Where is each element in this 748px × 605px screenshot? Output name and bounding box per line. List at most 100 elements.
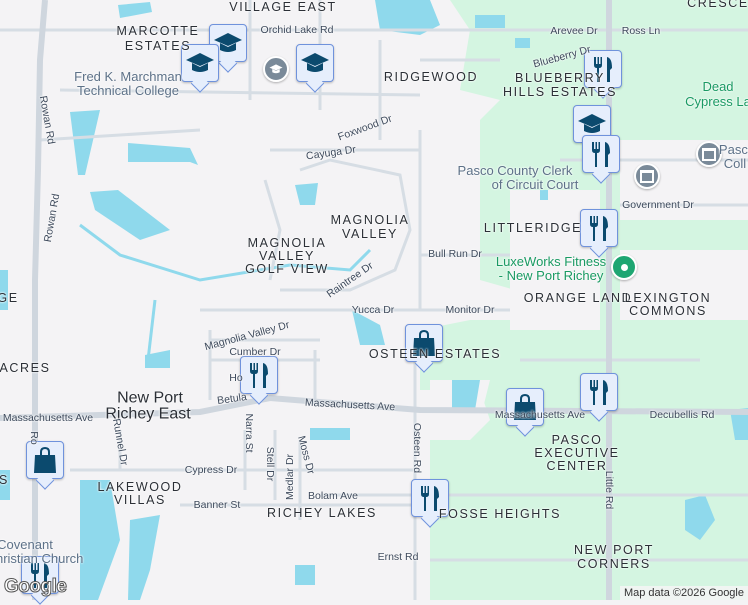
restaurant-icon bbox=[590, 216, 608, 241]
label-covenant[interactable]: Covenant bbox=[0, 537, 53, 552]
map-attribution: Map data ©2026 Google bbox=[619, 586, 748, 600]
label-ross-ln: Ross Ln bbox=[621, 25, 661, 37]
label-ho: Ho bbox=[229, 372, 243, 384]
label-arevee-dr: Arevee Dr bbox=[550, 25, 598, 37]
label-pasco-clerk[interactable]: Pasco County Clerk bbox=[457, 163, 573, 178]
shopping-bag-icon bbox=[514, 394, 536, 420]
label-village-east: VILLAGE EAST bbox=[229, 0, 337, 14]
marker-restaurant[interactable] bbox=[21, 556, 59, 594]
restaurant-icon bbox=[594, 57, 612, 82]
label-little-rd: Little Rd bbox=[603, 470, 615, 510]
label-pasco-exec-2: EXECUTIVE bbox=[534, 446, 620, 460]
marker-school[interactable] bbox=[573, 105, 611, 143]
label-new-port-richey-east: New Port bbox=[117, 389, 183, 407]
built-areas bbox=[340, 130, 748, 600]
label-cumber-dr: Cumber Dr bbox=[229, 346, 281, 358]
fitness-place-pin[interactable] bbox=[611, 254, 637, 280]
school-place-pin[interactable] bbox=[263, 56, 289, 82]
label-cresce: CRESCE bbox=[687, 0, 748, 10]
label-mv-golf-view: MAGNOLIA bbox=[247, 236, 327, 250]
marker-restaurant[interactable] bbox=[240, 356, 278, 394]
marker-school[interactable] bbox=[181, 44, 219, 82]
label-pasco-clerk-2[interactable]: of Circuit Court bbox=[491, 177, 579, 192]
label-richey-lakes: RICHEY LAKES bbox=[267, 506, 377, 520]
canals bbox=[79, 223, 372, 361]
label-narra-st: Narra St bbox=[243, 413, 255, 453]
label-banner-st: Banner St bbox=[193, 499, 241, 511]
label-cypress-dr: Cypress Dr bbox=[184, 464, 238, 476]
label-blueberry-hills: BLUEBERRY bbox=[515, 71, 605, 85]
label-government-dr: Government Dr bbox=[622, 199, 694, 211]
school-icon bbox=[269, 64, 283, 74]
label-covenant-2[interactable]: Christian Church bbox=[0, 551, 84, 566]
label-osteen-estates: OSTEEN ESTATES bbox=[368, 347, 502, 361]
label-mv-golf-view-3: GOLF VIEW bbox=[245, 262, 329, 276]
label-massachusetts-e: Massachusetts Ave bbox=[494, 409, 586, 421]
label-decubellis-rd: Decubellis Rd bbox=[649, 409, 715, 421]
label-dead-cypress-2[interactable]: Cypress La bbox=[685, 94, 748, 109]
marker-restaurant[interactable] bbox=[580, 373, 618, 411]
label-luxeworks-2[interactable]: - New Port Richey bbox=[498, 268, 604, 283]
label-acres: ACRES bbox=[0, 361, 51, 375]
label-new-port-corners-2: CORNERS bbox=[577, 557, 651, 571]
label-monitor-dr: Monitor Dr bbox=[445, 304, 495, 316]
school-icon bbox=[214, 33, 242, 52]
road-rowan bbox=[32, 0, 48, 600]
label-dead-cypress[interactable]: Dead bbox=[702, 79, 734, 94]
label-pasco-college-2[interactable]: Coll bbox=[723, 156, 747, 171]
label-fred-marchman-2[interactable]: Technical College bbox=[77, 83, 179, 98]
courthouse-icon bbox=[640, 169, 654, 183]
label-yucca-dr: Yucca Dr bbox=[351, 304, 395, 316]
label-lakewood-villas-2: VILLAS bbox=[114, 493, 166, 507]
label-medlar-dr: Medlar Dr bbox=[284, 453, 296, 501]
label-littleridge: LITTLERIDGE bbox=[483, 221, 583, 235]
school-icon bbox=[578, 114, 606, 133]
marker-shopping[interactable] bbox=[506, 388, 544, 426]
marker-school[interactable] bbox=[209, 24, 247, 62]
label-mv-golf-view-2: VALLEY bbox=[259, 249, 315, 263]
label-fred-marchman[interactable]: Fred K. Marchman bbox=[74, 69, 182, 84]
marker-restaurant[interactable] bbox=[584, 50, 622, 88]
label-fosse-heights: FOSSE HEIGHTS bbox=[438, 507, 562, 521]
label-blueberry-hills-2: HILLS ESTATES bbox=[502, 85, 618, 99]
dot-icon bbox=[620, 263, 628, 271]
school-icon bbox=[186, 53, 214, 72]
college-place-pin[interactable] bbox=[696, 141, 722, 167]
label-bolam-ave: Bolam Ave bbox=[307, 490, 359, 502]
label-magnolia-valley-2: VALLEY bbox=[342, 227, 398, 241]
restaurant-icon bbox=[590, 380, 608, 405]
restaurant-icon bbox=[421, 486, 439, 511]
label-lexington-commons-2: COMMONS bbox=[629, 304, 707, 318]
label-pasco-college[interactable]: Pasco bbox=[718, 142, 748, 157]
label-magnolia-valley: MAGNOLIA bbox=[330, 213, 410, 227]
restaurant-icon bbox=[250, 363, 268, 388]
restaurant-icon bbox=[592, 142, 610, 167]
label-bull-run-dr: Bull Run Dr bbox=[428, 248, 482, 260]
school-icon bbox=[301, 53, 329, 72]
building-icon bbox=[702, 147, 716, 161]
label-lexington-commons: LEXINGTON bbox=[624, 291, 712, 305]
marker-restaurant[interactable] bbox=[582, 135, 620, 173]
marker-restaurant[interactable] bbox=[580, 209, 618, 247]
label-ge: GE bbox=[0, 291, 19, 305]
shopping-bag-icon bbox=[34, 447, 56, 473]
marker-restaurant[interactable] bbox=[411, 479, 449, 517]
courthouse-place-pin[interactable] bbox=[634, 163, 660, 189]
label-ridgewood: RIDGEWOOD bbox=[383, 70, 479, 84]
label-marcotte-estates-2: ESTATES bbox=[124, 39, 192, 53]
marker-shopping[interactable] bbox=[26, 441, 64, 479]
label-s: S bbox=[0, 473, 9, 487]
label-luxeworks[interactable]: LuxeWorks Fitness bbox=[495, 254, 607, 269]
label-pasco-exec: PASCO bbox=[551, 433, 603, 447]
label-orange-land: ORANGE LAND bbox=[523, 291, 633, 305]
google-logo: Google bbox=[3, 576, 67, 598]
label-lakewood-villas: LAKEWOOD bbox=[97, 480, 183, 494]
restaurant-icon bbox=[31, 563, 49, 588]
marker-school[interactable] bbox=[296, 44, 334, 82]
label-new-port-corners: NEW PORT bbox=[574, 543, 654, 557]
label-rowan-rd-3: Ro bbox=[28, 431, 40, 445]
marker-shopping[interactable] bbox=[405, 324, 443, 362]
label-osteen-rd: Osteen Rd bbox=[411, 422, 423, 474]
